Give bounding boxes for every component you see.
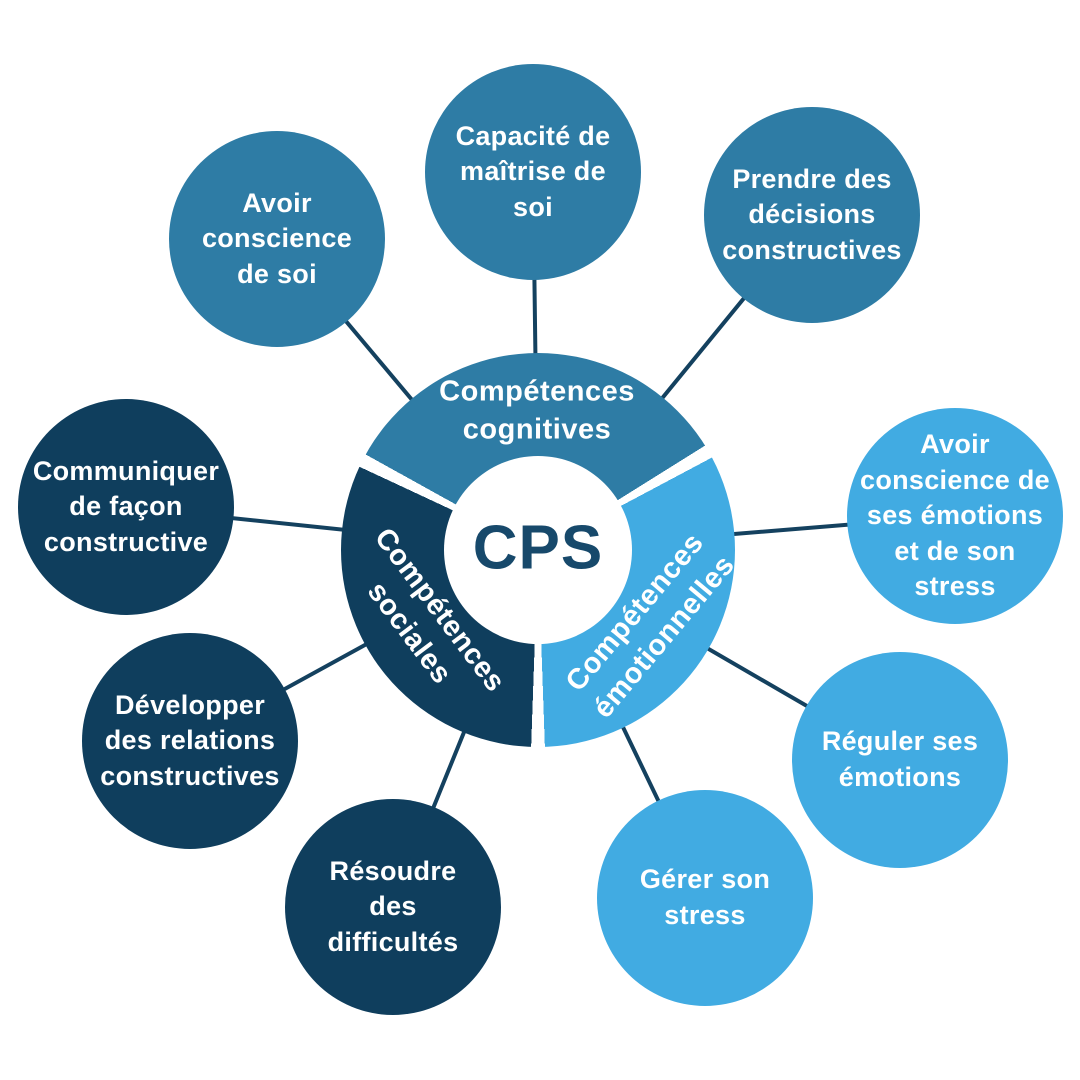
- node-gerer-son-stress: Gérer son stress: [597, 790, 813, 1006]
- node-label: Communiquer de façon constructive: [32, 455, 220, 557]
- node-developper-des-relations-constructives: Développer des relations constructives: [82, 633, 298, 849]
- donut-hole: [444, 456, 632, 644]
- node-avoir-conscience-de-ses-emotions: Avoir conscience de ses émotions et de s…: [847, 408, 1063, 624]
- node-label: Capacité de maîtrise de soi: [455, 120, 611, 222]
- node-label: Résoudre des difficultés: [327, 855, 459, 957]
- node-resoudre-des-difficultes: Résoudre des difficultés: [285, 799, 501, 1015]
- node-avoir-conscience-de-soi: Avoir conscience de soi: [169, 131, 385, 347]
- node-capacite-de-maitrise-de-soi: Capacité de maîtrise de soi: [425, 64, 641, 280]
- node-prendre-des-decisions-constructives: Prendre des décisions constructives: [704, 107, 920, 323]
- donut-chart: [341, 353, 735, 747]
- node-communiquer-de-facon-constructive: Communiquer de façon constructive: [18, 399, 234, 615]
- node-label: Avoir conscience de soi: [201, 187, 353, 289]
- node-label: Réguler ses émotions: [821, 726, 979, 792]
- node-reguler-ses-emotions: Réguler ses émotions: [792, 652, 1008, 868]
- node-label: Prendre des décisions constructives: [722, 163, 902, 265]
- node-label: Gérer son stress: [639, 864, 771, 930]
- node-label: Avoir conscience de ses émotions et de s…: [860, 428, 1050, 602]
- segment-label-cognitive: Compétences cognitives: [439, 375, 635, 445]
- node-label: Développer des relations constructives: [100, 689, 280, 791]
- center-title: CPS: [472, 513, 604, 583]
